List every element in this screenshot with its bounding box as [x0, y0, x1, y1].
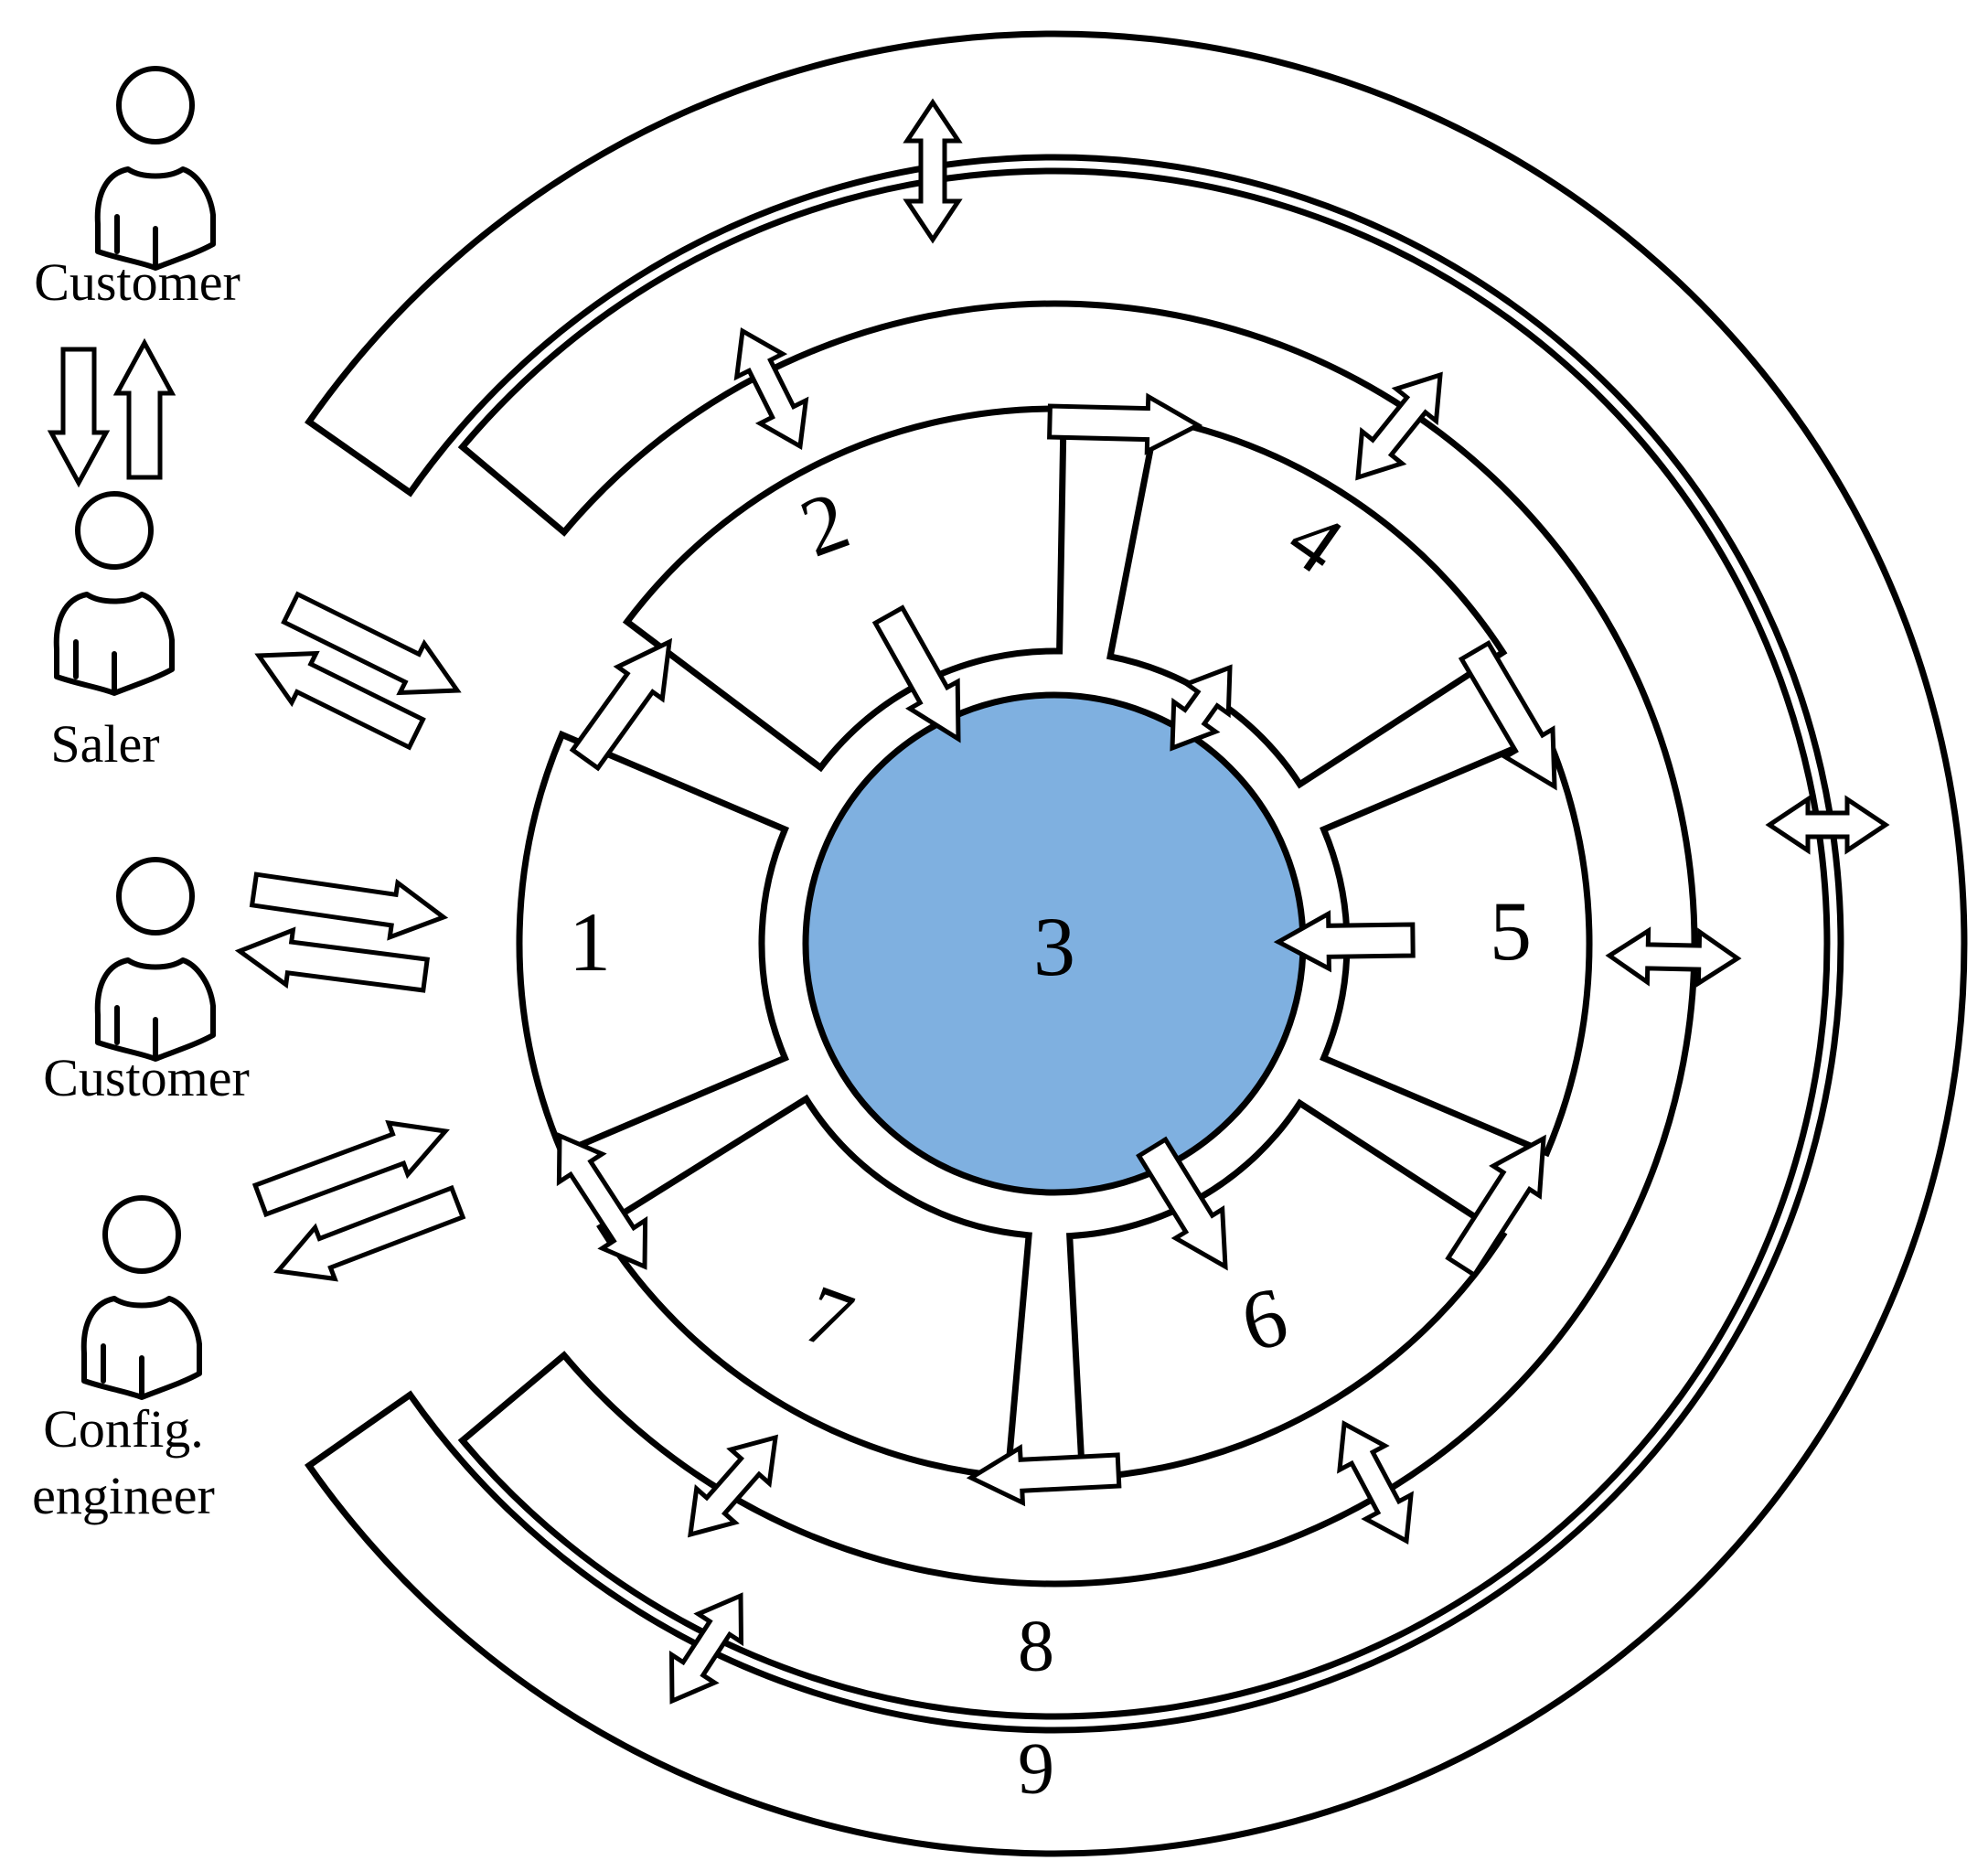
actor-label: Customer — [34, 252, 240, 312]
segment-1 — [516, 730, 789, 1158]
person-icon — [57, 494, 172, 693]
actor-arrow-customer-out — [234, 926, 431, 993]
actor-arrow-up — [112, 337, 176, 480]
flow-arrow-3-to-6 — [1136, 1136, 1228, 1271]
actor-customer-mid: Customer — [43, 860, 250, 1107]
actor-saler: Saler — [50, 494, 172, 774]
link-arrow-5-ring8 — [1605, 926, 1742, 988]
person-icon — [98, 860, 213, 1059]
flow-arrow-2-to-3 — [871, 604, 961, 743]
actor-arrow-saler-out — [254, 650, 426, 751]
actor-arrow-saler-in — [281, 591, 462, 696]
actor-arrow-customer-in — [249, 871, 449, 941]
ring-label-9: 9 — [1018, 1728, 1054, 1809]
segment-label-5: 5 — [1490, 884, 1532, 978]
actor-label: engineer — [32, 1466, 215, 1525]
link-arrow-4-ring8 — [1355, 371, 1443, 481]
actor-customer-top: Customer — [34, 69, 240, 312]
ring-label-8: 8 — [1018, 1606, 1054, 1686]
link-arrow-outer-top — [903, 98, 963, 244]
segment-5 — [1320, 730, 1593, 1158]
actor-arrow-config-in — [251, 1119, 450, 1218]
segment-label-1: 1 — [569, 895, 611, 989]
person-icon — [84, 1198, 199, 1397]
ring-8 — [457, 167, 1831, 1720]
flow-arrow-5-to-3 — [1273, 910, 1416, 973]
flow-arrow-4-to-5 — [1458, 639, 1557, 791]
flow-arrow-1-to-2 — [569, 637, 673, 772]
actor-label: Customer — [43, 1048, 250, 1107]
link-arrow-7-ring8 — [688, 1434, 778, 1538]
link-arrow-2-ring8 — [733, 326, 809, 451]
flow-arrow-6-to-5 — [1445, 1134, 1546, 1278]
link-arrow-4-hub — [1170, 664, 1233, 752]
actor-arrow-config-out — [273, 1184, 466, 1282]
flow-arrow-2-to-4 — [1047, 392, 1203, 455]
segment-2 — [622, 405, 1067, 773]
actor-label: Config. — [43, 1399, 204, 1459]
arrows-layer — [47, 98, 1890, 1705]
ring-9 — [305, 30, 1968, 1857]
person-icon — [98, 69, 213, 268]
link-arrow-outer-right — [1765, 795, 1890, 855]
actor-arrow-down — [47, 347, 111, 488]
flow-arrow-6-to-7 — [966, 1443, 1122, 1507]
link-arrow-6-ring8 — [1337, 1420, 1414, 1545]
link-arrow-1-7 — [556, 1132, 648, 1270]
actor-config-engineer: Config. engineer — [32, 1198, 215, 1525]
actor-label: Saler — [50, 714, 159, 774]
link-arrow-ring8-ring9 — [668, 1592, 744, 1705]
center-label: 3 — [1033, 900, 1075, 993]
